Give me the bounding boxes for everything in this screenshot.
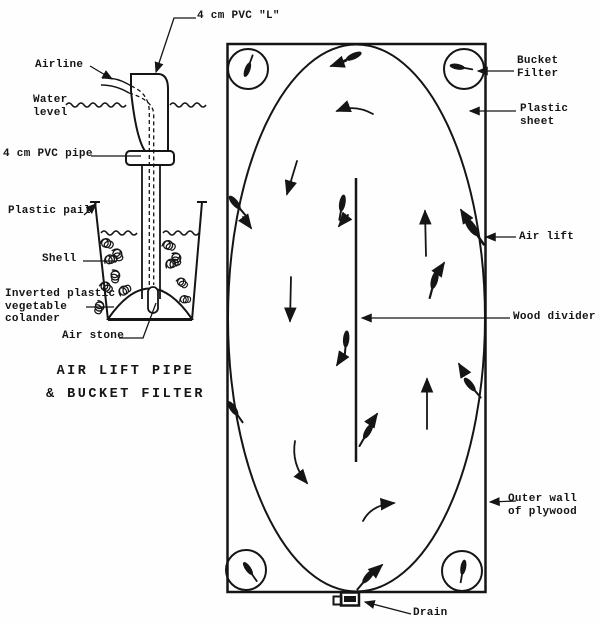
bucket-filter-top-right: [443, 48, 485, 90]
fish-symbol: [243, 54, 254, 77]
leader-drain: [363, 600, 412, 615]
label-airline: Airline: [35, 59, 84, 71]
fish-symbol: [337, 51, 362, 65]
fish-symbol: [227, 401, 244, 424]
shell-scribble: [107, 267, 123, 285]
fish-symbol: [356, 569, 375, 591]
pvc-collar: [125, 150, 175, 166]
water-level-line-left: [65, 102, 127, 108]
flow-arrow-layer: [237, 55, 474, 579]
flow-arrow: [284, 160, 298, 196]
fish-symbol: [342, 330, 350, 357]
flow-arrow: [431, 261, 445, 278]
fish-symbol: [358, 423, 374, 447]
fish-symbol: [459, 559, 467, 584]
flow-arrow: [337, 211, 353, 228]
flow-arrow: [364, 412, 379, 429]
leader-airline: [89, 65, 114, 80]
flow-arrow: [336, 350, 350, 367]
label-colander: Inverted plastic vegetable colander: [5, 288, 116, 325]
airline-inside-pipe: [128, 85, 155, 285]
leader-plastic-pail: [83, 203, 97, 216]
flow-arrow: [419, 209, 432, 257]
bucket-filter-bottom-right: [441, 550, 483, 592]
leader-pvc-elbow: [154, 17, 196, 74]
shell-surface-left: [100, 230, 138, 236]
bucket-filter-top-left: [227, 48, 269, 90]
fish-layer: [227, 51, 486, 591]
drain-nub: [332, 595, 343, 606]
diagram-title: AIR LIFT PIPE & BUCKET FILTER: [45, 364, 206, 402]
label-bucket-filter: Bucket Filter: [517, 55, 559, 80]
water-level-line-right: [169, 102, 207, 108]
airline-outer: [100, 77, 132, 94]
label-pvc-elbow: 4 cm PVC "L": [197, 10, 280, 22]
shell-scribble: [161, 240, 176, 251]
tank-top-view-diagram: [225, 42, 517, 615]
drain-core: [344, 596, 356, 602]
label-drain: Drain: [413, 607, 448, 619]
leader-outer-wall: [488, 497, 517, 507]
label-air-lift: Air lift: [519, 231, 575, 243]
air-stone: [147, 286, 159, 314]
pvc-elbow-and-pipe: [125, 73, 175, 299]
label-plastic-sheet: Plastic sheet: [520, 103, 569, 128]
label-wood-divider: Wood divider: [513, 311, 596, 323]
airlift-bucket-filter-diagram: [65, 17, 207, 339]
flow-arrow: [335, 100, 374, 115]
label-outer-wall: Outer wall of plywood: [508, 493, 578, 518]
fish-symbol: [228, 195, 247, 217]
shell-scribble: [99, 238, 114, 249]
fish-symbol: [463, 377, 482, 399]
leader-air-stone: [119, 302, 157, 339]
label-plastic-pail: Plastic pail: [8, 205, 91, 217]
drain-fitting: [332, 591, 361, 607]
label-water-level: Water level: [33, 94, 68, 119]
flow-arrow: [458, 362, 472, 379]
fish-symbol: [242, 562, 258, 582]
fish-symbol: [338, 194, 346, 221]
fish-symbol: [428, 270, 439, 300]
label-shell: Shell: [42, 253, 77, 265]
shell-surface-right: [162, 230, 200, 236]
pvc-elbow-body: [130, 73, 169, 152]
label-pvc-pipe: 4 cm PVC pipe: [3, 148, 93, 160]
shell-scribble: [174, 276, 190, 290]
flow-arrow: [362, 497, 396, 522]
flow-arrow: [284, 276, 297, 323]
flow-arrow: [293, 440, 309, 485]
bucket-filter-bottom-left: [225, 549, 267, 591]
fish-symbol: [464, 217, 486, 246]
flow-arrow: [367, 563, 384, 579]
flow-arrow: [237, 213, 253, 230]
fish-symbol: [449, 63, 474, 71]
label-air-stone: Air stone: [62, 330, 125, 342]
pvc-pipe-walls: [141, 165, 161, 299]
